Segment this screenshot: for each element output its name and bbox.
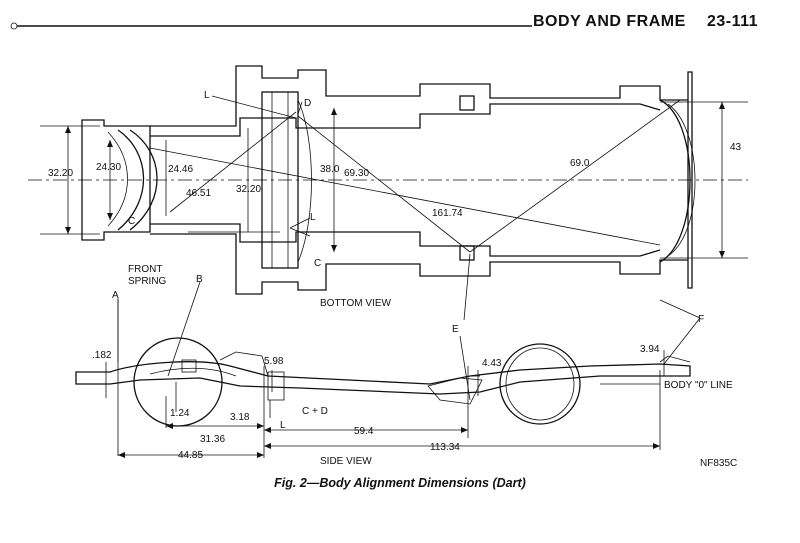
point-L-mid: L: [310, 212, 316, 223]
dim-24-30: 24.30: [96, 162, 121, 173]
point-D: D: [304, 98, 311, 109]
point-A: A: [112, 290, 119, 301]
page-number: 23-111: [707, 13, 759, 30]
bottom-view-diagonals: [149, 95, 681, 253]
side-view-title: SIDE VIEW: [320, 456, 372, 467]
point-L-top: L: [204, 90, 210, 101]
dim-43: 43: [730, 142, 742, 153]
bottom-view-title: BOTTOM VIEW: [320, 298, 391, 309]
dim-4-43: 4.43: [482, 358, 502, 369]
section-title: BODY AND FRAME: [533, 13, 686, 30]
dim-69-0: 69.0: [570, 158, 590, 169]
dim-1-24: 1.24: [170, 408, 190, 419]
point-leaders: [117, 101, 701, 401]
dim-31-36: 31.36: [200, 434, 225, 445]
c-plus-d-label: C + D: [302, 406, 328, 417]
dim-32-20-center: 32.20: [236, 184, 261, 195]
dim-46-51: 46.51: [186, 188, 211, 199]
dim-44-85: 44.85: [178, 450, 203, 461]
point-F: F: [698, 314, 704, 325]
side-view-vehicle: [75, 337, 691, 427]
dim-182: .182: [92, 350, 112, 361]
dim-32-20-left: 32.20: [48, 168, 73, 179]
bottom-view-frame: [28, 65, 748, 295]
center-mark: C: [128, 216, 135, 227]
dim-69-30: 69.30: [344, 168, 369, 179]
dim-161-74: 161.74: [432, 208, 463, 219]
front-spring-label-1: FRONT: [128, 264, 162, 275]
header-rule: [10, 22, 532, 30]
side-view-labels: .182 1.24 5.98 3.18 L C + D 4.43 3.94 BO…: [92, 344, 737, 469]
dim-24-46: 24.46: [168, 164, 193, 175]
side-view-dim-lines: [105, 300, 665, 458]
dim-5-98: 5.98: [264, 356, 284, 367]
figure-caption: Fig. 2—Body Alignment Dimensions (Dart): [274, 476, 526, 490]
dim-38-0: 38.0: [320, 164, 340, 175]
body-zero-line-label: BODY "0" LINE: [664, 380, 733, 391]
point-C: C: [314, 258, 321, 269]
dim-113-34: 113.34: [430, 442, 460, 453]
point-B: B: [196, 274, 203, 285]
dim-3-94: 3.94: [640, 344, 660, 355]
bottom-view-dim-lines: [65, 102, 725, 258]
bottom-view-labels: 32.20 24.30 24.46 46.51 32.20 38.0 69.30…: [48, 90, 742, 335]
dim-59-4: 59.4: [354, 426, 374, 437]
dim-3-18: 3.18: [230, 412, 250, 423]
point-L-side: L: [280, 420, 286, 431]
figure-code: NF835C: [700, 458, 737, 469]
point-E: E: [452, 324, 459, 335]
front-spring-label-2: SPRING: [128, 276, 167, 287]
